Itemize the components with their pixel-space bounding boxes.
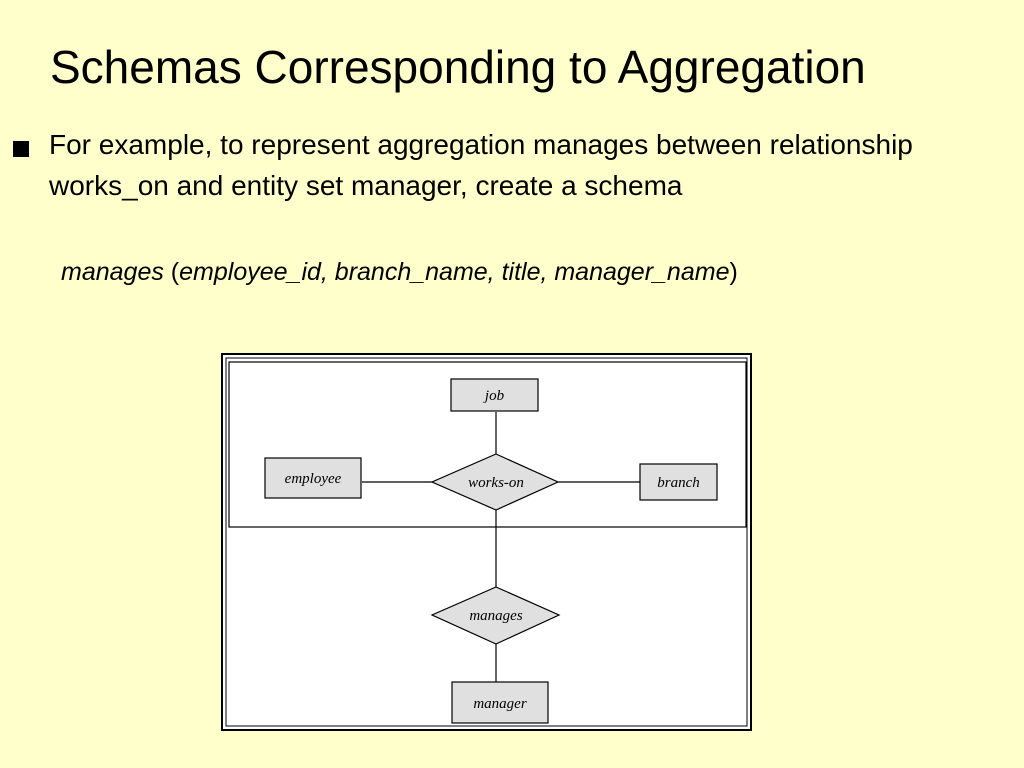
- schema-relation-name: manages: [61, 258, 164, 286]
- schema-close-paren: ): [729, 258, 738, 286]
- entity-manager-label: manager: [473, 696, 526, 712]
- bullet-text: For example, to represent aggregation ma…: [49, 129, 913, 201]
- schema-open-paren: (: [163, 258, 180, 286]
- diagram-outer-frame: [221, 353, 752, 731]
- relationship-manages-label: manages: [469, 608, 522, 624]
- diagram-inner-frame: [225, 357, 748, 727]
- aggregation-box: [228, 361, 747, 528]
- er-diagram: job employee works-on branch manages man…: [221, 353, 752, 731]
- relationship-works-on-label: works-on: [468, 475, 524, 491]
- entity-employee: employee: [264, 457, 362, 499]
- entity-branch: branch: [639, 463, 718, 501]
- relationship-works-on: works-on: [430, 453, 560, 511]
- entity-job: job: [450, 378, 539, 412]
- schema-attributes: employee_id, branch_name, title, manager…: [179, 258, 730, 286]
- entity-branch-label: branch: [657, 475, 700, 491]
- slide-title: Schemas Corresponding to Aggregation: [50, 41, 866, 93]
- schema-definition: manages (employee_id, branch_name, title…: [61, 252, 738, 292]
- entity-employee-label: employee: [285, 471, 342, 487]
- relationship-manages: manages: [430, 586, 561, 645]
- entity-job-label: job: [483, 388, 505, 404]
- square-bullet-icon: [13, 141, 29, 157]
- entity-manager: manager: [451, 681, 549, 724]
